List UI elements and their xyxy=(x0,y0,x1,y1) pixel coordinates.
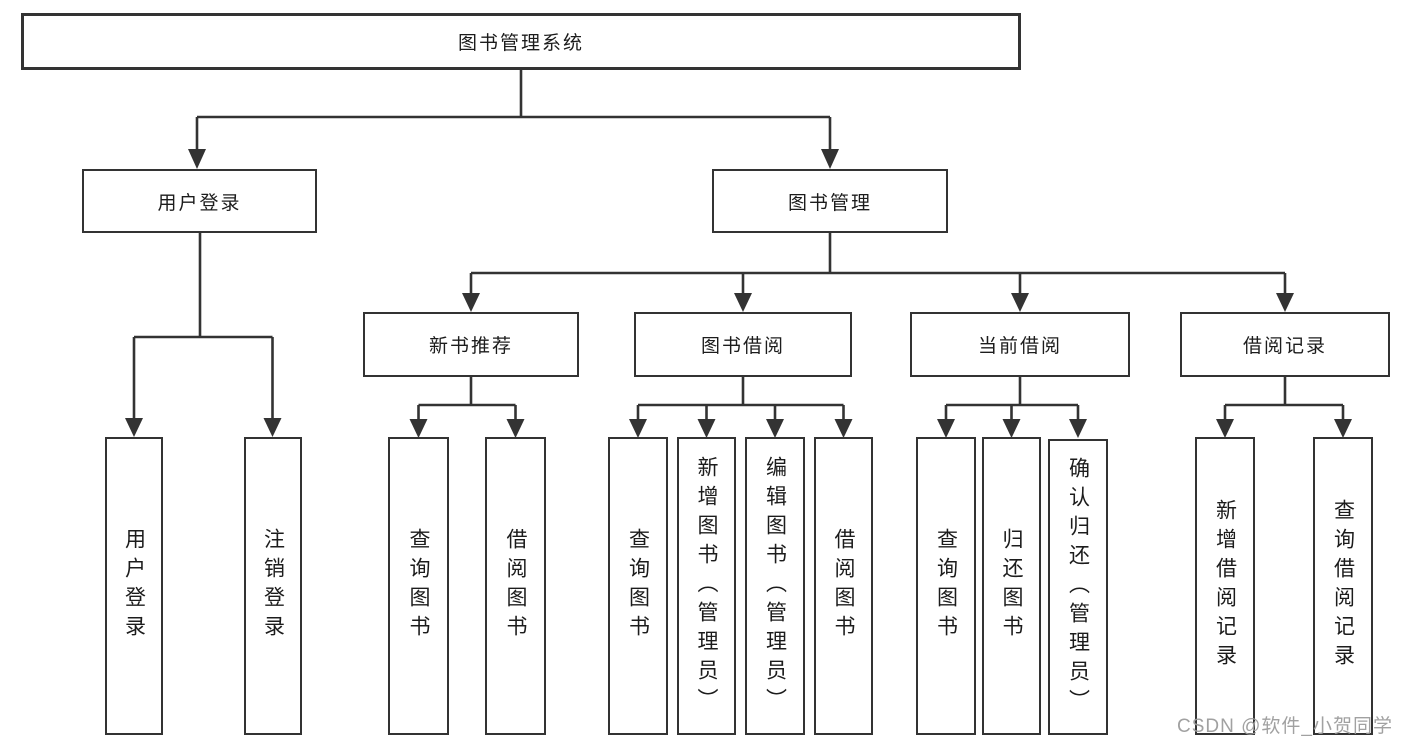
arrow-down-icon xyxy=(766,419,784,438)
arrow-down-icon xyxy=(1216,419,1234,438)
arrow-down-icon xyxy=(937,419,955,438)
arrow-down-icon xyxy=(1002,419,1021,438)
node-book-management-branch: 图书管理 xyxy=(712,169,948,233)
arrow-down-icon xyxy=(506,419,525,438)
node-leaf-logout: 注销登录 xyxy=(244,437,302,735)
node-leaf-query-borrow-record: 查询借阅记录 xyxy=(1313,437,1373,735)
connector-book-management-to-sections xyxy=(462,232,1294,312)
node-leaf-edit-books-admin: 编辑图书（管理员） xyxy=(745,437,805,735)
connector-book-borrow-to-leaves xyxy=(629,377,853,438)
arrow-down-icon xyxy=(697,419,716,438)
node-borrow-records: 借阅记录 xyxy=(1180,312,1390,377)
node-current-borrow: 当前借阅 xyxy=(910,312,1130,377)
arrow-down-icon xyxy=(821,149,839,169)
connector-new-book-recommend-to-leaves xyxy=(409,377,525,438)
node-leaf-add-books-admin: 新增图书（管理员） xyxy=(677,437,736,735)
node-leaf-query-books-1: 查询图书 xyxy=(388,437,449,735)
node-new-book-recommend: 新书推荐 xyxy=(363,312,579,377)
node-leaf-borrow-books-2: 借阅图书 xyxy=(814,437,873,735)
connector-root-to-branches xyxy=(188,69,839,169)
node-leaf-confirm-return-admin: 确认归还（管理员） xyxy=(1048,439,1108,735)
arrow-down-icon xyxy=(409,419,428,438)
node-leaf-query-books-3: 查询图书 xyxy=(916,437,976,735)
arrow-down-icon xyxy=(1334,419,1352,438)
arrow-down-icon xyxy=(462,293,480,312)
node-leaf-add-borrow-record: 新增借阅记录 xyxy=(1195,437,1255,735)
arrow-down-icon xyxy=(1276,293,1294,312)
arrow-down-icon xyxy=(1011,293,1029,312)
node-leaf-query-books-2: 查询图书 xyxy=(608,437,668,735)
arrow-down-icon xyxy=(188,149,206,169)
connector-user-login-to-leaves xyxy=(125,233,282,437)
arrow-down-icon xyxy=(834,419,853,438)
connector-current-borrow-to-leaves xyxy=(937,377,1087,438)
node-leaf-user-login: 用户登录 xyxy=(105,437,163,735)
arrow-down-icon xyxy=(1069,419,1087,438)
node-leaf-return-books: 归还图书 xyxy=(982,437,1041,735)
node-book-borrow: 图书借阅 xyxy=(634,312,852,377)
arrow-down-icon xyxy=(629,419,647,438)
arrow-down-icon xyxy=(734,293,752,312)
connector-borrow-records-to-leaves xyxy=(1216,377,1352,438)
watermark: CSDN @软件_小贺同学 xyxy=(1177,716,1393,737)
node-leaf-borrow-books-1: 借阅图书 xyxy=(485,437,546,735)
node-root-system: 图书管理系统 xyxy=(21,13,1021,70)
arrow-down-icon xyxy=(263,418,282,437)
arrow-down-icon xyxy=(125,418,143,437)
node-user-login-branch: 用户登录 xyxy=(82,169,317,233)
